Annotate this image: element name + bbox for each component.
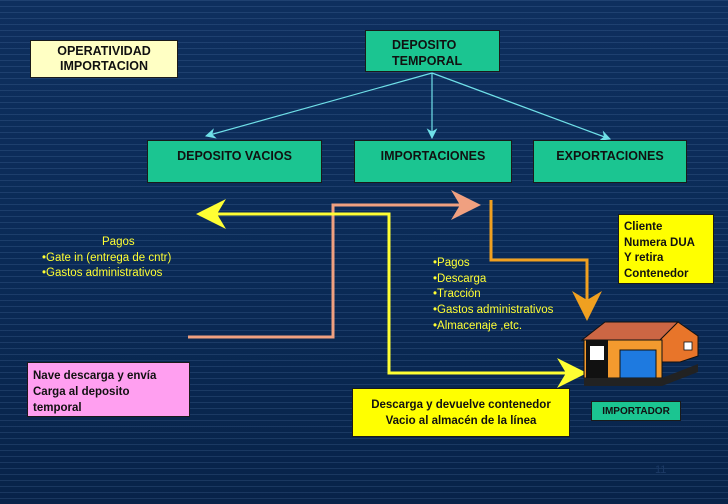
importador-label: IMPORTADOR [591,401,681,421]
middle-list-item: •Almacenaje ,etc. [433,320,523,332]
salmon-flow-arrow [188,190,481,339]
middle-list-item: •Gastos administrativos [433,304,554,316]
middle-list-item: •Pagos [433,257,470,269]
left-list-heading: Pagos [102,236,135,248]
yellow-flow-arrow [196,199,584,375]
left-list-item: •Gate in (entrega de cntr) [42,252,172,264]
middle-list-item: •Tracción [433,288,481,300]
page-number: 11 [655,464,667,476]
orange-flow-arrow [489,200,602,321]
connector-to-deposito-vacios [204,72,433,139]
warehouse-icon [580,321,699,386]
connector-to-exportaciones [431,72,612,141]
middle-list-item: •Descarga [433,273,487,285]
deposito-vacios-box: DEPOSITO VACIOS [147,140,322,183]
importaciones-box: IMPORTACIONES [354,140,512,183]
left-list-item: •Gastos administrativos [42,267,163,279]
exportaciones-box: EXPORTACIONES [533,140,687,183]
